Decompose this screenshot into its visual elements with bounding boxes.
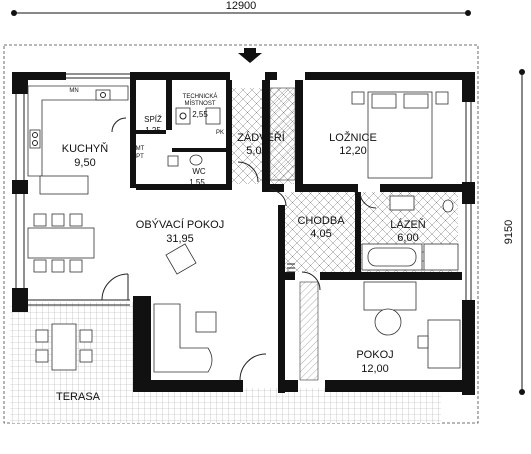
bathroom-fixtures (361, 195, 459, 271)
pokoj-area: 12,00 (361, 363, 389, 375)
kitchen-counter (27, 85, 129, 195)
chodba-area: 4,05 (310, 228, 331, 240)
obyvaci-area: 31,95 (166, 233, 194, 245)
terrace-strip (133, 388, 441, 423)
doors (101, 117, 377, 381)
technicka-area: 2,55 (192, 110, 208, 119)
kuchyn-name: KUCHYŇ (62, 142, 109, 155)
depth-dimension-label: 9150 (503, 220, 515, 244)
lazen-area: 6,00 (397, 232, 418, 244)
roof-outline (3, 44, 479, 424)
obyvaci-name: OBÝVACÍ POKOJ (136, 218, 224, 231)
terasa-name: TERASA (56, 391, 101, 403)
sofa (153, 303, 217, 373)
wardrobe (269, 87, 296, 181)
stair-marks (287, 263, 295, 273)
chodba-name: CHODBA (297, 215, 345, 227)
mt-label: MT (136, 146, 145, 152)
wc-fixtures (167, 154, 203, 167)
pokoj-wardrobe (299, 281, 319, 381)
mn-label: MN (69, 88, 78, 94)
technicka-name-2: MÍSTNOST (185, 100, 216, 107)
entrance-arrow-stem (244, 48, 256, 54)
double-bed (351, 91, 449, 179)
technicka-name-1: TECHNICKÁ (183, 93, 218, 100)
windows (15, 73, 472, 306)
entrance-arrow-icon (238, 53, 262, 63)
dining-table (27, 213, 95, 273)
loznice-area: 12,20 (339, 145, 367, 157)
wc-area: 1,55 (189, 178, 205, 187)
pt-label: PT (136, 154, 144, 160)
terrace-table (35, 323, 93, 371)
technical-room-equipment (175, 107, 221, 125)
spiz-name: SPÍŽ (144, 115, 162, 124)
chodba-tiles (285, 192, 355, 272)
pk-label: PK (216, 130, 224, 136)
loznice-name: LOŽNICE (329, 131, 377, 144)
lazen-name: LÁZEŇ (390, 218, 426, 231)
outer-walls (12, 72, 475, 395)
wc-name: WC (192, 167, 206, 176)
spiz-area: 1,25 (145, 126, 161, 135)
zadveri-name: ZÁDVEŘÍ (237, 131, 286, 144)
width-dimension: 12900 (11, 0, 471, 16)
interior-walls (130, 80, 462, 393)
zadveri-area: 5,05 (246, 145, 267, 157)
pokoj-furniture (363, 281, 461, 369)
armchair (165, 243, 197, 275)
depth-dimension: 9150 (503, 69, 525, 395)
kuchyn-area: 9,50 (74, 157, 95, 169)
pokoj-name: POKOJ (356, 349, 393, 361)
width-dimension-label: 12900 (226, 0, 257, 12)
